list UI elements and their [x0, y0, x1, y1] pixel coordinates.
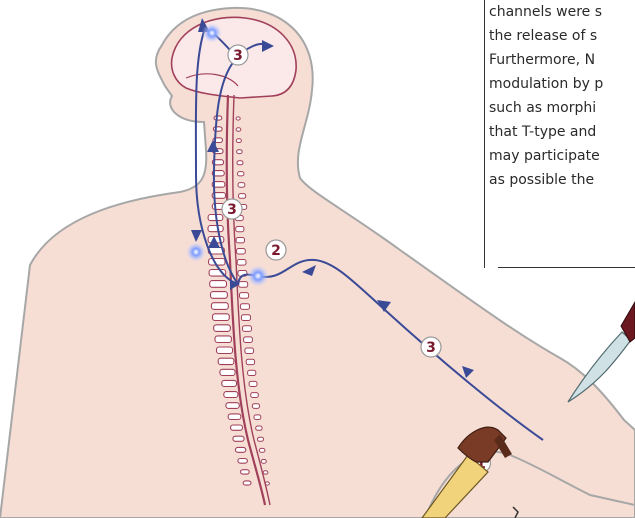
vertebra [213, 314, 230, 321]
vertebra [243, 481, 251, 485]
vertebra-process [236, 238, 244, 243]
svg-text:3: 3 [227, 202, 237, 218]
vertebra-process [258, 437, 264, 441]
vertebra-process [245, 348, 254, 354]
vertebra-process [243, 326, 252, 332]
vertebra [226, 403, 239, 409]
vertebra [211, 292, 228, 299]
vertebra [215, 336, 231, 343]
vertebra-process [241, 315, 250, 321]
vertebra [217, 347, 233, 354]
text-line: such as morphi [489, 96, 596, 120]
vertebra-process [261, 460, 266, 464]
text-line: that T-type and [489, 120, 596, 144]
vertebra [208, 226, 223, 232]
vertebra-process [238, 172, 244, 176]
text-line: may participate [489, 144, 600, 168]
text-line: modulation by p [489, 72, 603, 96]
vertebra [218, 358, 234, 364]
vertebra [222, 380, 237, 386]
vertebra-process [263, 471, 268, 474]
article-text-column: channels were s the release of s Further… [484, 0, 635, 268]
vertebra-process [244, 337, 253, 343]
text-line: the release of s [489, 24, 597, 48]
svg-text:2: 2 [271, 243, 281, 259]
vertebra-process [236, 117, 240, 120]
vertebra-process [240, 293, 249, 299]
vertebra-process [237, 249, 246, 255]
vertebra-process [237, 150, 243, 154]
section-divider [498, 267, 635, 268]
vertebra-process [236, 128, 241, 131]
vertebra-process [236, 227, 244, 232]
vertebra-process [237, 161, 243, 165]
vertebra [238, 459, 248, 464]
vertebra-process [237, 260, 246, 266]
vertebra-process [249, 381, 257, 386]
vertebra-process [239, 282, 248, 288]
vertebra-process [240, 304, 249, 310]
vertebra [214, 325, 231, 332]
activity-glow [247, 265, 269, 287]
text-line: Furthermore, N [489, 48, 595, 72]
knife-icon [568, 302, 635, 402]
label-brain: 3 [228, 45, 248, 65]
vertebra [233, 436, 244, 441]
svg-text:3: 3 [426, 340, 436, 356]
vertebra-process [246, 359, 254, 364]
vertebra [228, 414, 241, 420]
vertebra [211, 303, 228, 310]
vertebra-process [236, 139, 241, 143]
svg-text:3: 3 [233, 48, 243, 64]
activity-glow [186, 242, 206, 262]
vertebra [224, 392, 238, 398]
vertebra [231, 425, 243, 430]
text-line: channels were s [489, 0, 602, 24]
vertebra-process [252, 404, 259, 409]
text-line: as possible the [489, 168, 594, 192]
label-arm-upper: 3 [421, 337, 441, 357]
vertebra [214, 116, 222, 120]
label-spinal-entry: 2 [266, 240, 286, 260]
vertebra-process [254, 415, 261, 420]
vertebra-process [238, 183, 245, 188]
activity-glow [202, 23, 222, 43]
vertebra-process [251, 393, 259, 398]
label-spine: 3 [222, 199, 242, 219]
vertebra [220, 369, 235, 375]
vertebra [210, 281, 227, 288]
vertebra [241, 470, 250, 474]
vertebra-process [256, 426, 262, 430]
vertebra-process [259, 448, 265, 452]
vertebra-process [239, 194, 246, 199]
vertebra [235, 447, 245, 452]
vertebra-process [248, 370, 256, 375]
